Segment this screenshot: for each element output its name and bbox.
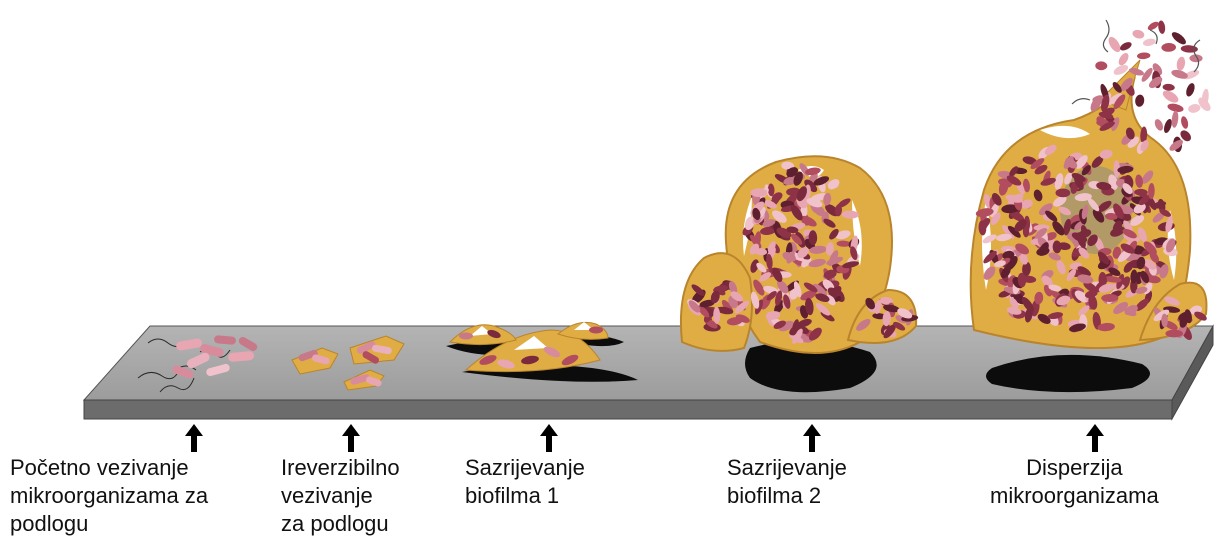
bacterium	[1117, 51, 1131, 67]
caption-line: mikroorganizama za	[10, 482, 208, 510]
bacterium	[1180, 116, 1189, 130]
caption-line: za podlogu	[281, 510, 400, 538]
bacterium	[1119, 40, 1133, 52]
caption-line: podlogu	[10, 510, 208, 538]
bacterium	[1158, 20, 1166, 34]
bacterium	[1095, 61, 1107, 70]
bacterium	[1137, 52, 1151, 60]
bacterium	[1161, 43, 1176, 52]
caption-dispersion: Disperzija mikroorganizama	[990, 454, 1159, 510]
caption-line: Početno vezivanje	[10, 454, 208, 482]
bacterium	[1161, 88, 1181, 105]
up-arrow-icon	[342, 424, 360, 452]
caption-irreversible-attachment: Ireverzibilno vezivanje za podlogu	[281, 454, 400, 538]
bacterium	[1056, 189, 1071, 198]
caption-line: mikroorganizama	[990, 482, 1159, 510]
bacterium	[1153, 118, 1165, 132]
bacterium	[1142, 38, 1156, 48]
up-arrow-icon	[803, 424, 821, 452]
bacterium	[1132, 29, 1146, 40]
bacterium	[1165, 330, 1183, 338]
caption-line: biofilma 1	[465, 482, 585, 510]
caption-maturation-1: Sazrijevanje biofilma 1	[465, 454, 585, 510]
caption-maturation-2: Sazrijevanje biofilma 2	[727, 454, 847, 510]
up-arrow-icon	[1086, 424, 1104, 452]
bacterium	[1106, 35, 1123, 54]
caption-line: Disperzija	[990, 454, 1159, 482]
bacterium	[1171, 110, 1179, 128]
bacterium	[1176, 56, 1187, 71]
caption-initial-attachment: Početno vezivanje mikroorganizama za pod…	[10, 454, 208, 538]
caption-line: Ireverzibilno	[281, 454, 400, 482]
bacterium	[1163, 118, 1174, 134]
bacterium	[750, 188, 767, 197]
up-arrow-icon	[185, 424, 203, 452]
up-arrow-icon	[540, 424, 558, 452]
caption-line: vezivanje	[281, 482, 400, 510]
caption-line: biofilma 2	[727, 482, 847, 510]
bacterium	[1181, 45, 1199, 53]
bacterium	[1134, 94, 1144, 107]
caption-line: Sazrijevanje	[465, 454, 585, 482]
substrate-front-edge	[84, 400, 1172, 419]
bacterium	[1187, 103, 1201, 114]
caption-line: Sazrijevanje	[727, 454, 847, 482]
bacterium	[1146, 20, 1160, 32]
bacterium	[1185, 82, 1197, 98]
bacterium	[1162, 83, 1175, 91]
stage-arrows	[185, 424, 1104, 452]
stage5-dispersion	[971, 20, 1213, 392]
